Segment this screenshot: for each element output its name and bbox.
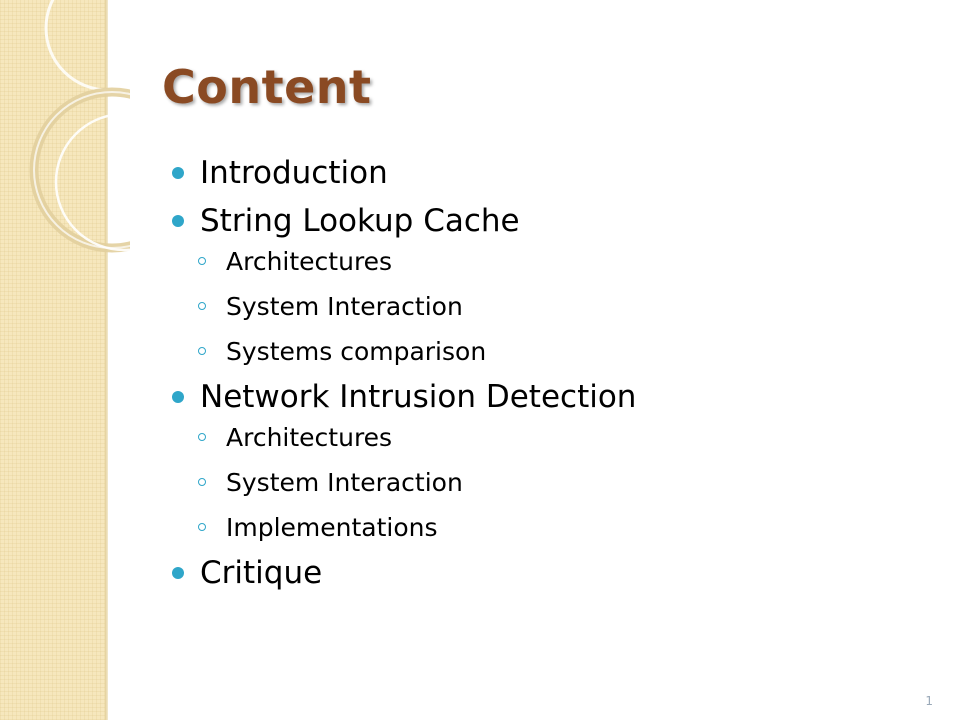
sub-bullet-ring-icon [198, 523, 206, 531]
bullet-list: Introduction String Lookup Cache Archite… [172, 154, 932, 592]
bullet-dot-icon [172, 167, 184, 179]
sub-item-architectures: Architectures [198, 422, 932, 454]
sub-list: Architectures System Interaction Systems… [198, 246, 932, 368]
slide-title: Content [162, 60, 372, 114]
sub-bullet-ring-icon [198, 478, 206, 486]
sub-bullet-ring-icon [198, 257, 206, 265]
bullet-label: String Lookup Cache [200, 203, 520, 239]
sub-bullet-ring-icon [198, 347, 206, 355]
bullet-label: Introduction [200, 155, 388, 191]
bullet-dot-icon [172, 391, 184, 403]
sub-item-system-interaction: System Interaction [198, 467, 932, 499]
bullet-item-introduction: Introduction [172, 154, 932, 192]
side-band-edge [105, 0, 108, 720]
sub-list: Architectures System Interaction Impleme… [198, 422, 932, 544]
sub-item-systems-comparison: Systems comparison [198, 336, 932, 368]
sub-bullet-ring-icon [198, 302, 206, 310]
bullet-item-critique: Critique [172, 554, 932, 592]
sub-bullet-ring-icon [198, 433, 206, 441]
sub-item-implementations: Implementations [198, 512, 932, 544]
deco-circle-inner [54, 112, 130, 252]
bullet-dot-icon [172, 215, 184, 227]
bullet-dot-icon [172, 567, 184, 579]
bullet-label: Critique [200, 555, 323, 591]
sub-item-label: Systems comparison [226, 337, 487, 366]
page-number: 1 [925, 694, 933, 708]
bullet-item-string-lookup-cache: String Lookup Cache Architectures System… [172, 202, 932, 368]
sub-item-label: Architectures [226, 247, 393, 276]
sub-item-label: System Interaction [226, 468, 463, 497]
sub-item-architectures: Architectures [198, 246, 932, 278]
decorative-circles [29, 0, 130, 253]
sub-item-label: System Interaction [226, 292, 463, 321]
bullet-item-network-intrusion-detection: Network Intrusion Detection Architecture… [172, 378, 932, 544]
deco-circle-top [44, 0, 130, 92]
bullet-label: Network Intrusion Detection [200, 379, 637, 415]
sub-item-system-interaction: System Interaction [198, 291, 932, 323]
sub-item-label: Implementations [226, 513, 438, 542]
sub-item-label: Architectures [226, 423, 393, 452]
